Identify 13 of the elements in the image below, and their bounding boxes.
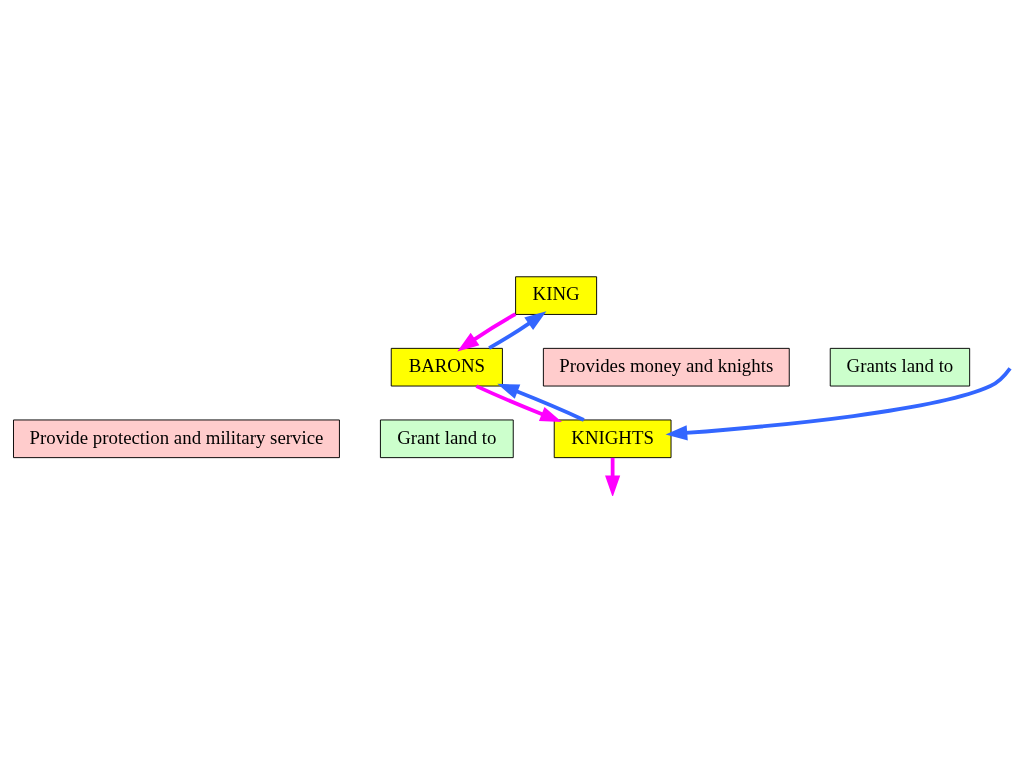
node-box: BARONS xyxy=(390,347,503,386)
node-box: KING xyxy=(515,275,598,315)
node-box: Provides money and knights xyxy=(542,347,790,386)
node-box: KNIGHTS xyxy=(553,419,672,458)
arrow xyxy=(475,383,562,422)
arrow xyxy=(665,366,1012,440)
arrow xyxy=(488,310,547,350)
node-box: Grant land to xyxy=(379,419,514,458)
node-box: Grants land to xyxy=(829,347,971,386)
arrow xyxy=(497,383,585,422)
node-box: Provide protection and military service xyxy=(13,419,340,458)
arrow xyxy=(457,312,517,351)
arrow xyxy=(605,457,621,496)
